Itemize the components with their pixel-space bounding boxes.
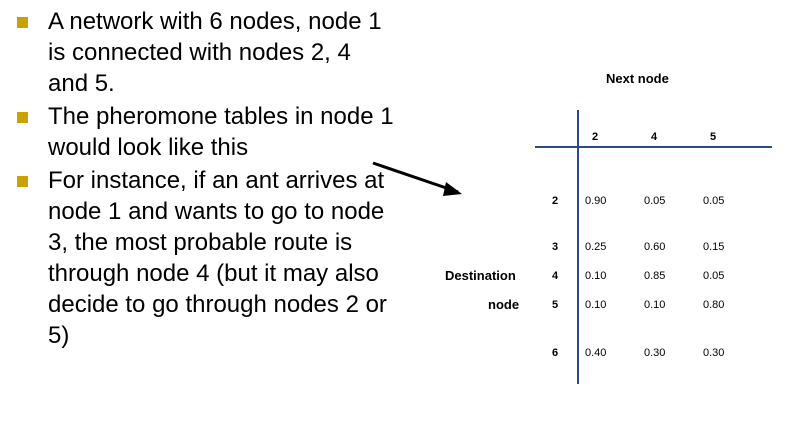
row-label: 6 [552, 347, 559, 359]
row-label: 2 [552, 195, 559, 207]
row-label: 4 [552, 270, 559, 282]
column-header: Next node [606, 71, 669, 86]
header-divider [535, 146, 772, 148]
column-label: 2 [592, 131, 599, 143]
table-cell: 0.05 [703, 270, 725, 282]
row-divider [577, 110, 579, 384]
table-cell: 0.30 [644, 347, 666, 359]
row-header: node [488, 297, 520, 312]
table-cell: 0.05 [703, 195, 725, 207]
table-cell: 0.25 [585, 241, 607, 253]
table-cell: 0.80 [703, 299, 725, 311]
table-cell: 0.90 [585, 195, 607, 207]
table-cell: 0.10 [585, 270, 607, 282]
table-cell: 0.10 [644, 299, 666, 311]
bullet-item: A network with 6 nodes, node 1 is connec… [14, 6, 394, 99]
table-cell: 0.05 [644, 195, 666, 207]
row-header: Destination [445, 268, 516, 283]
table-cell: 0.10 [585, 299, 607, 311]
square-bullet-icon [17, 176, 28, 187]
bullet-text: The pheromone tables in node 1 would loo… [48, 103, 394, 161]
table-cell: 0.30 [703, 347, 725, 359]
row-label: 5 [552, 299, 559, 311]
table-cell: 0.15 [703, 241, 725, 253]
bullet-item: The pheromone tables in node 1 would loo… [14, 101, 394, 163]
square-bullet-icon [17, 17, 28, 28]
bullet-list: A network with 6 nodes, node 1 is connec… [14, 6, 394, 353]
bullet-text: For instance, if an ant arrives at node … [48, 167, 387, 349]
bullet-text: A network with 6 nodes, node 1 is connec… [48, 8, 382, 97]
square-bullet-icon [17, 112, 28, 123]
bullet-item: For instance, if an ant arrives at node … [14, 165, 394, 351]
table-cell: 0.85 [644, 270, 666, 282]
table-cell: 0.60 [644, 241, 666, 253]
column-label: 5 [710, 131, 717, 143]
column-label: 4 [651, 131, 658, 143]
row-label: 3 [552, 241, 559, 253]
table-cell: 0.40 [585, 347, 607, 359]
